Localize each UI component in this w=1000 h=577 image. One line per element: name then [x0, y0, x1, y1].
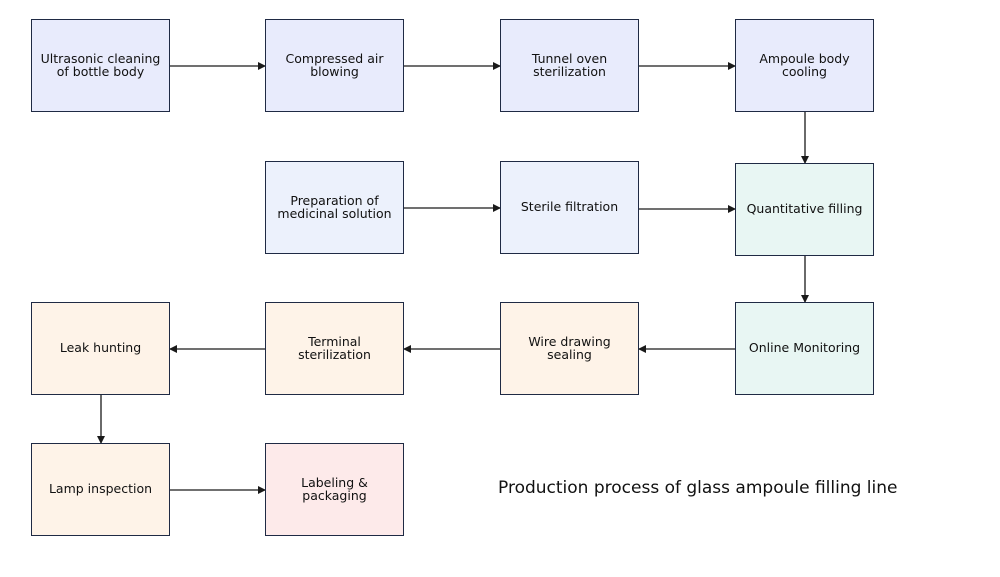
node-label: Leak hunting — [59, 340, 142, 356]
node-label: Compressed air blowing — [285, 51, 384, 79]
node-compressed-air-blowing: Compressed air blowing — [265, 19, 404, 112]
node-labeling-and-packaging: Labeling & packaging — [265, 443, 404, 536]
node-label: Online Monitoring — [748, 340, 861, 356]
node-label: Sterile filtration — [520, 199, 619, 215]
node-label: Ultrasonic cleaning of bottle body — [40, 51, 161, 79]
node-label: Labeling & packaging — [301, 475, 368, 503]
node-label: Quantitative filling — [746, 201, 863, 217]
node-terminal-sterilization: Terminal sterilization — [265, 302, 404, 395]
node-label: Preparation of medicinal solution — [277, 193, 392, 221]
node-label: Terminal sterilization — [298, 334, 371, 362]
node-label: Lamp inspection — [48, 481, 153, 497]
node-tunnel-oven-sterilization: Tunnel oven sterilization — [500, 19, 639, 112]
node-leak-hunting: Leak hunting — [31, 302, 170, 395]
node-label: Wire drawing sealing — [528, 334, 611, 362]
node-ampoule-body-cooling: Ampoule body cooling — [735, 19, 874, 112]
node-label: Tunnel oven sterilization — [531, 51, 608, 79]
node-quantitative-filling: Quantitative filling — [735, 163, 874, 256]
node-label: Ampoule body cooling — [759, 51, 850, 79]
diagram-title: Production process of glass ampoule fill… — [498, 478, 898, 498]
node-ultrasonic-cleaning: Ultrasonic cleaning of bottle body — [31, 19, 170, 112]
node-preparation-of-medicinal-solution: Preparation of medicinal solution — [265, 161, 404, 254]
node-lamp-inspection: Lamp inspection — [31, 443, 170, 536]
node-wire-drawing-sealing: Wire drawing sealing — [500, 302, 639, 395]
node-online-monitoring: Online Monitoring — [735, 302, 874, 395]
node-sterile-filtration: Sterile filtration — [500, 161, 639, 254]
